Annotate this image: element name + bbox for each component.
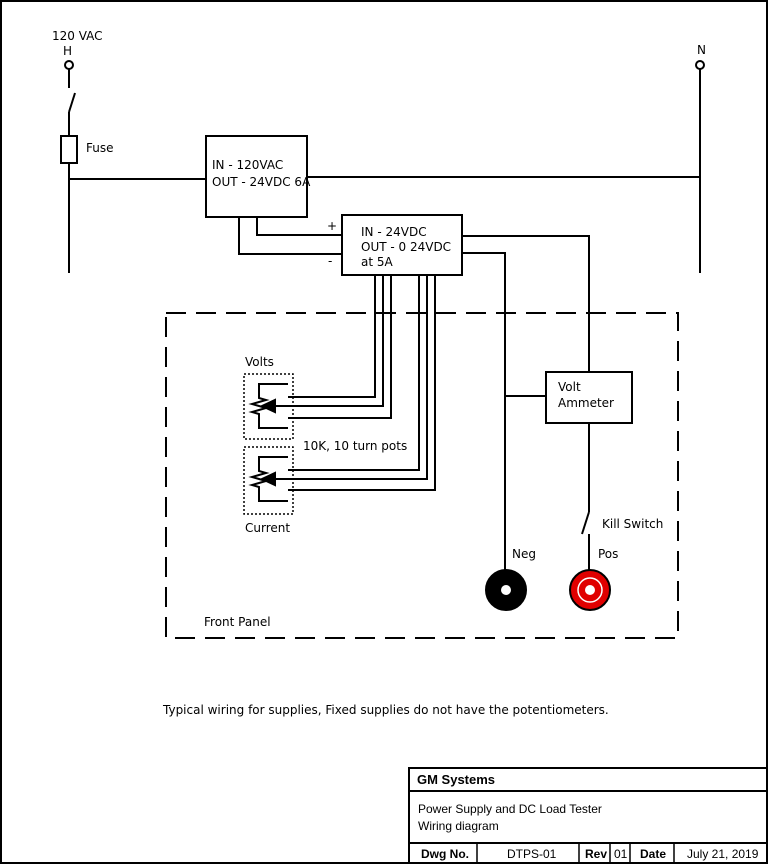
pos-terminal — [569, 569, 611, 611]
neutral-label: N — [697, 43, 706, 57]
hot-label: H — [63, 44, 72, 58]
dwg-no-value: DTPS-01 — [507, 847, 557, 861]
company-name: GM Systems — [417, 772, 495, 787]
pos-label: Pos — [598, 547, 618, 561]
hot-line — [60, 60, 206, 273]
pots-note: 10K, 10 turn pots — [303, 439, 407, 453]
neg-label: Neg — [512, 547, 536, 561]
psu2-line1: IN - 24VDC — [361, 225, 427, 239]
title-block — [408, 767, 768, 864]
current-pot-label: Current — [245, 521, 290, 535]
current-pot-frame — [243, 446, 294, 515]
rev-label: Rev — [585, 847, 607, 861]
mains-voltage-label: 120 VAC — [52, 29, 103, 43]
plus-label: + — [327, 219, 337, 233]
volts-pot-symbol — [248, 383, 288, 429]
kill-switch-label: Kill Switch — [602, 517, 663, 531]
volts-pot-frame — [243, 373, 294, 440]
fuse-symbol — [60, 135, 78, 164]
fuse-label: Fuse — [86, 141, 114, 155]
meter-line2: Ammeter — [558, 396, 614, 410]
current-pot-symbol — [248, 456, 288, 502]
neutral-line — [307, 60, 705, 273]
psu1-line2: OUT - 24VDC 6A — [212, 175, 311, 189]
drawing-title-line2: Wiring diagram — [418, 819, 499, 833]
date-label: Date — [640, 847, 666, 861]
pot-wires — [272, 275, 436, 491]
volts-pot-label: Volts — [245, 355, 274, 369]
psu2-line3: at 5A — [361, 255, 394, 269]
dwg-no-label: Dwg No. — [421, 847, 469, 861]
psu1-to-psu2-wires — [238, 217, 342, 255]
rev-value: 01 — [614, 847, 628, 861]
neg-terminal — [485, 569, 527, 611]
psu1-line1: IN - 120VAC — [212, 158, 283, 172]
psu-dc-dc-box — [341, 214, 463, 276]
psu-ac-dc-box — [205, 135, 308, 218]
front-panel-label: Front Panel — [204, 615, 271, 629]
volt-ammeter-box — [545, 371, 633, 424]
date-value: July 21, 2019 — [687, 847, 759, 861]
minus-label: - — [328, 254, 332, 268]
meter-line1: Volt — [558, 380, 581, 394]
psu2-line2: OUT - 0 24VDC — [361, 240, 451, 254]
front-panel-outline — [165, 312, 679, 639]
wiring-note: Typical wiring for supplies, Fixed suppl… — [162, 703, 609, 717]
drawing-title-line1: Power Supply and DC Load Tester — [418, 802, 602, 816]
output-wires — [462, 235, 590, 578]
